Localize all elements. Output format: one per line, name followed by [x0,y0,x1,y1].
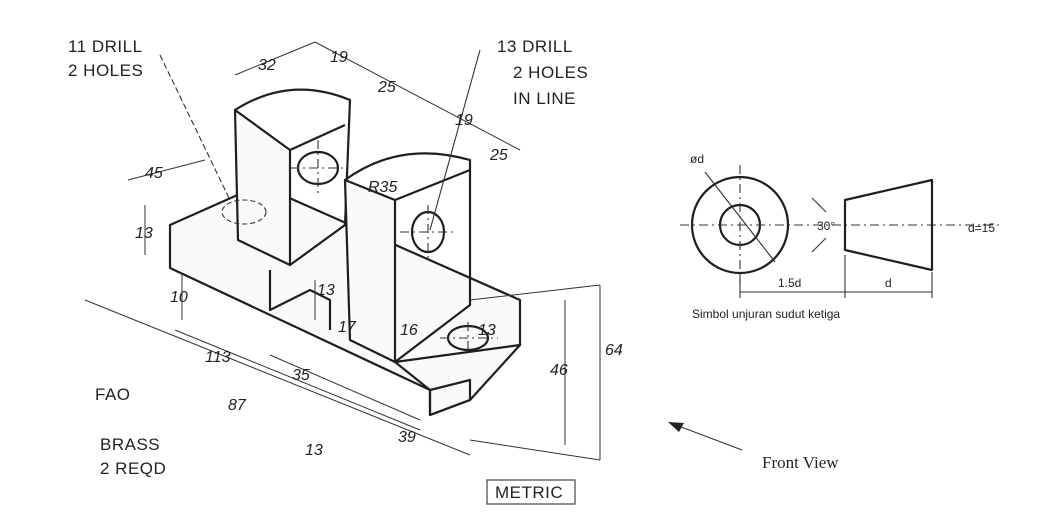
right-upright-edge [394,168,471,202]
symbol-frustum [843,178,934,272]
symbol-dim-15d: 1.5d [778,276,801,290]
note-11-drill-line2: 2 HOLES [68,61,143,80]
note-13-drill-line3: IN LINE [513,89,576,108]
front-view-arrow [675,424,743,451]
metric-box [486,479,576,505]
projection-symbol: ød 30° 1.5d d d=15 Simbol unjuran sudut … [680,152,1000,321]
arrow-head-icon [668,422,684,432]
symbol-dim-d: d [885,276,892,290]
symbol-angle: 30° [817,219,835,233]
dim-13a: 13 [135,225,153,242]
left-upright-side [233,108,292,267]
note-material-line2: 2 REQD [100,459,166,478]
dim-17: 17 [338,319,357,336]
dim-113: 113 [205,349,231,366]
dim-64: 64 [605,342,623,359]
front-view-annotation: Front View [668,422,839,472]
dim-19b: 19 [455,112,473,129]
dim-10: 10 [170,289,188,306]
dim-25b: 25 [489,147,508,164]
dim-87: 87 [228,397,247,414]
dim-46: 46 [550,362,568,379]
symbol-d-value: d=15 [968,221,995,235]
note-11-drill-line1: 11 DRILL [68,37,143,56]
dimension-lines [84,41,601,461]
right-upright-top [344,152,472,363]
dim-25a: 25 [377,79,396,96]
note-13-drill-line2: 2 HOLES [513,63,588,82]
dim-35: 35 [292,367,310,384]
dim-32: 32 [258,57,276,74]
note-material-line1: BRASS [100,435,160,454]
left-upright-top [234,88,352,266]
dim-r35: R35 [368,179,397,196]
isometric-part: 11 DRILL 2 HOLES 13 DRILL 2 HOLES IN LIN… [68,37,623,505]
left-upright-edge [289,123,346,152]
dim-45: 45 [145,165,163,182]
dim-13c: 13 [478,322,496,339]
front-view-label: Front View [762,453,839,472]
front-pad-face [428,378,472,417]
note-13-drill-line1: 13 DRILL [497,37,573,56]
dim-16: 16 [400,322,418,339]
dim-39: 39 [398,429,416,446]
note-metric: METRIC [495,483,563,502]
symbol-label-od: ød [690,152,704,166]
leader-13-drill [429,49,481,231]
symbol-diameter-leader [704,171,776,263]
dim-19a: 19 [330,49,348,66]
dim-13b: 13 [317,282,335,299]
hole-base-left [221,199,267,225]
leader-11-drill [159,54,231,201]
note-fao: FAO [95,385,131,404]
dim-13d: 13 [305,442,323,459]
base-slot [268,270,332,330]
symbol-caption: Simbol unjuran sudut ketiga [692,307,840,321]
